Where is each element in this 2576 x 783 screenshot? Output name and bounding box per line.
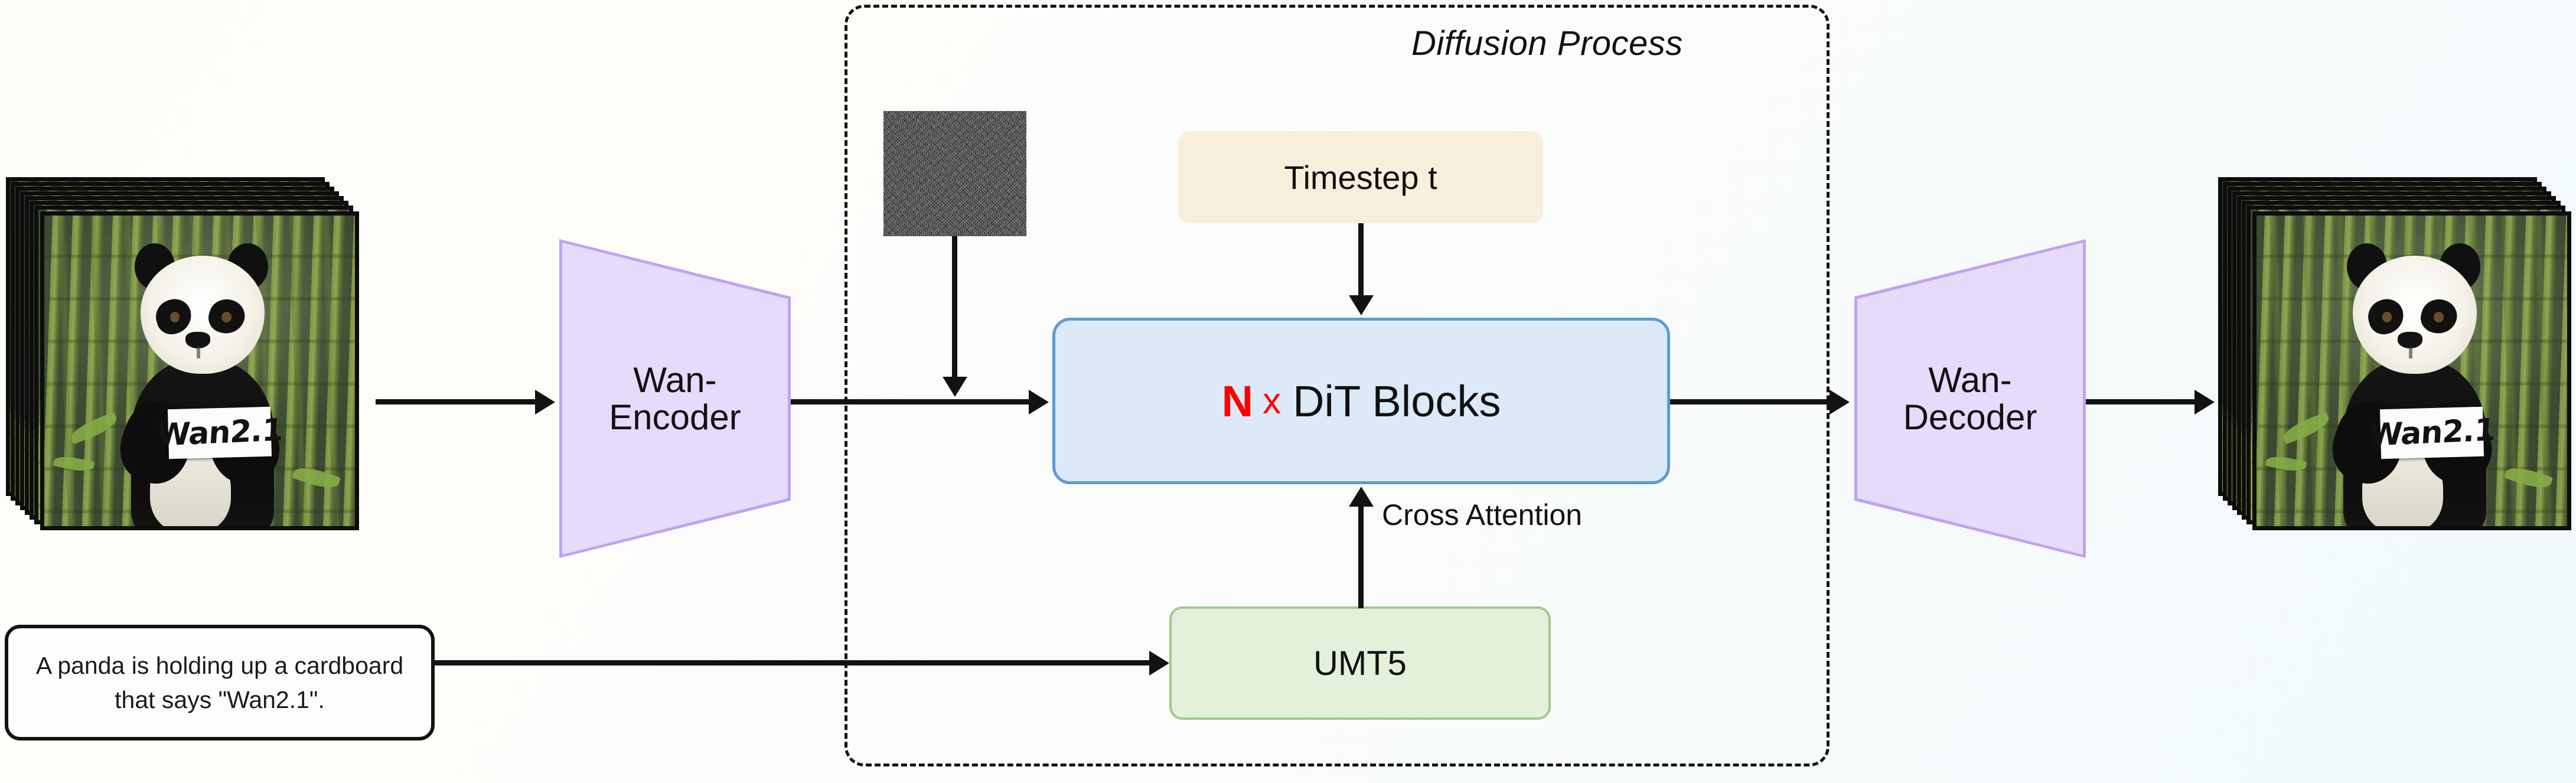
text-prompt-value: A panda is holding up a cardboard that s… xyxy=(35,651,404,713)
text-prompt-box[interactable]: A panda is holding up a cardboard that s… xyxy=(5,625,435,740)
timestep-block[interactable]: Timestep t xyxy=(1178,131,1543,223)
cardboard-sign: Wan2.1 xyxy=(2368,406,2496,459)
dit-blocks-label: DiT Blocks xyxy=(1293,376,1501,426)
dit-repeat-count: N xyxy=(1221,376,1254,426)
dit-multiply-sign: x xyxy=(1263,380,1282,422)
umt5-label: UMT5 xyxy=(1313,644,1407,683)
edge-encoder-to-dit xyxy=(791,399,1029,404)
arrowhead-down xyxy=(1349,295,1374,315)
wan-decoder-label: Wan- Decoder xyxy=(1903,360,2037,437)
cardboard-sign-text: Wan2.1 xyxy=(155,412,284,454)
diffusion-process-group xyxy=(844,5,1830,766)
output-video-frames: Wan2.1 xyxy=(2218,177,2576,543)
arrowhead-down xyxy=(943,377,967,397)
gaussian-noise-patch xyxy=(883,111,1026,236)
edge-dit-to-decoder xyxy=(1670,399,1831,404)
arrowhead-right xyxy=(1149,651,1169,676)
cross-attention-label: Cross Attention xyxy=(1382,498,1583,531)
timestep-label: Timestep t xyxy=(1284,158,1437,196)
frame-top: Wan2.1 xyxy=(40,211,359,530)
cardboard-sign: Wan2.1 xyxy=(155,406,284,459)
edge-timestep-to-dit xyxy=(1358,223,1364,298)
edge-prompt-to-umt5 xyxy=(435,660,1152,665)
panda-photo: Wan2.1 xyxy=(44,216,355,526)
edge-noise-to-latent xyxy=(952,236,957,378)
arrowhead-right xyxy=(1830,390,1850,415)
wan-encoder-block[interactable]: Wan- Encoder xyxy=(559,239,791,558)
input-video-frames: Wan2.1 xyxy=(6,177,372,543)
arrowhead-right xyxy=(2195,390,2215,415)
arrowhead-right xyxy=(535,390,555,415)
arrowhead-right xyxy=(1029,390,1049,415)
umt5-text-encoder-block[interactable]: UMT5 xyxy=(1169,606,1551,720)
wan-encoder-label: Wan- Encoder xyxy=(609,360,741,437)
arrowhead-up xyxy=(1349,487,1374,507)
panda-photo: Wan2.1 xyxy=(2257,216,2567,526)
edge-decoder-to-frames xyxy=(2086,399,2196,404)
wan-decoder-block[interactable]: Wan- Decoder xyxy=(1854,239,2086,558)
dit-blocks-block[interactable]: N x DiT Blocks xyxy=(1052,318,1670,484)
cardboard-sign-text: Wan2.1 xyxy=(2368,412,2496,454)
frame-top: Wan2.1 xyxy=(2252,211,2571,530)
diffusion-process-label: Diffusion Process xyxy=(1411,24,1683,63)
edge-umt5-to-dit xyxy=(1358,507,1364,608)
edge-frames-to-encoder xyxy=(376,399,536,404)
